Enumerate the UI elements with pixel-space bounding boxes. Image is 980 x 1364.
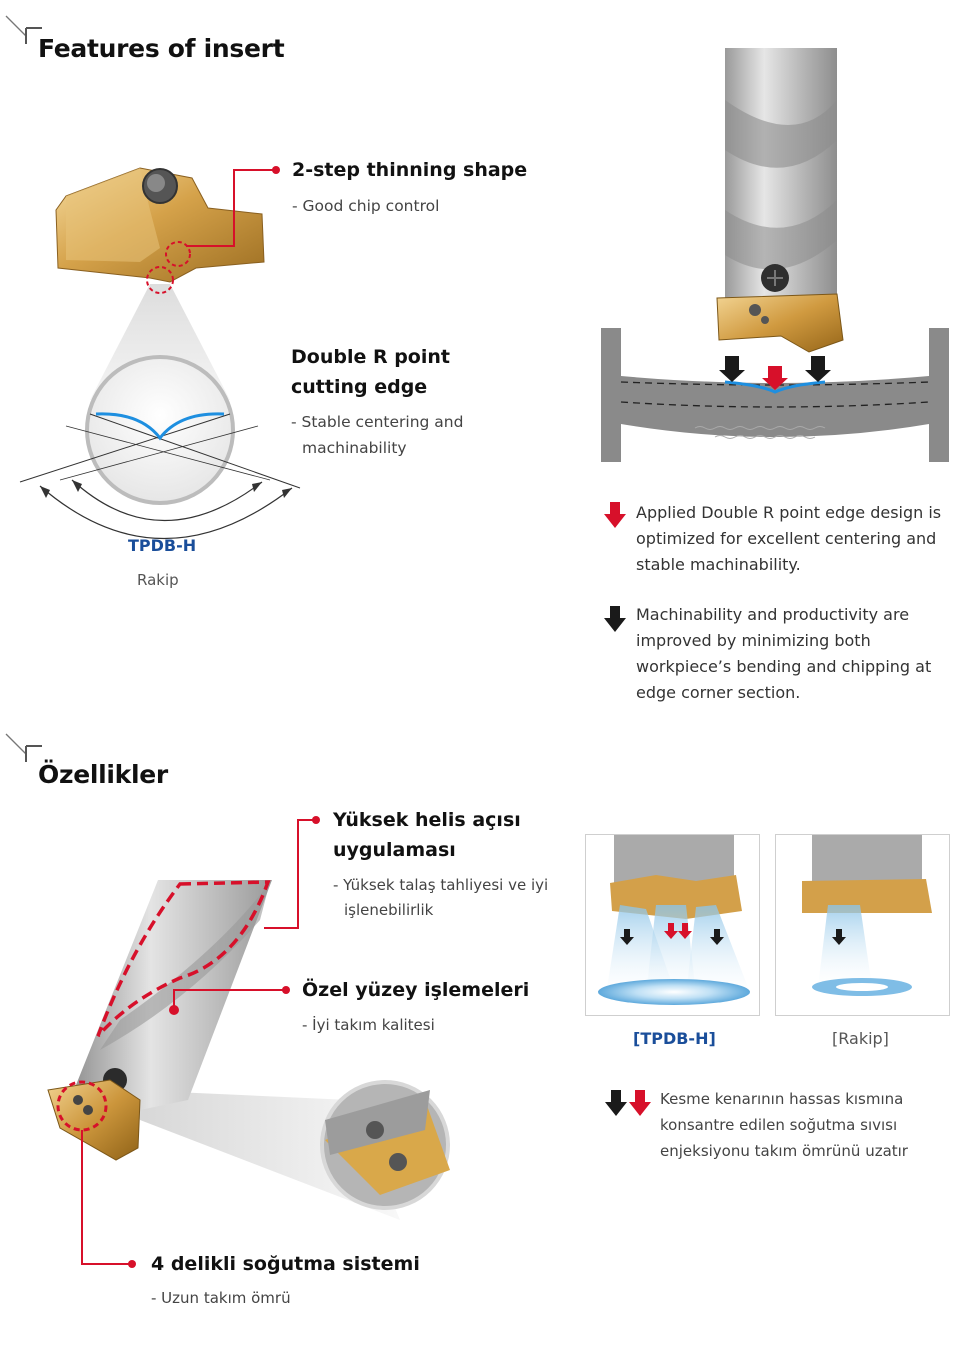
feature-coolant-desc: - Uzun takım ömrü — [151, 1289, 291, 1307]
helix-drill-illustration — [47, 816, 450, 1268]
coolant-panel-rakip — [775, 834, 950, 1016]
coolant-note-line-1: Kesme kenarının hassas kısmına — [660, 1090, 904, 1108]
insert-illustration — [19, 166, 301, 540]
feature-double-r-desc-2: machinability — [302, 439, 407, 457]
note-black-line-2: improved by minimizing both — [636, 631, 871, 650]
feature-helix-title-2: uygulaması — [333, 839, 456, 861]
label-rakip: Rakip — [137, 571, 179, 589]
feature-thinning-title: 2-step thinning shape — [292, 159, 528, 181]
section-corner-icon — [5, 733, 42, 762]
coolant-panel-tpdb — [585, 834, 760, 1016]
coolant-note-line-2: konsantre edilen soğutma sıvısı — [660, 1116, 898, 1134]
label-tpdb-h: TPDB-H — [128, 536, 197, 555]
feature-helix-title-1: Yüksek helis açısı — [333, 809, 521, 831]
drill-workpiece-illustration — [601, 48, 949, 462]
note-red-line-2: optimized for excellent centering and — [636, 529, 937, 548]
section-title-features: Features of insert — [38, 34, 285, 63]
section-corner-icon — [5, 15, 42, 44]
feature-surface-title: Özel yüzey işlemeleri — [302, 979, 530, 1001]
feature-coolant-title: 4 delikli soğutma sistemi — [151, 1253, 420, 1275]
feature-helix-desc-2: işlenebilirlik — [344, 901, 434, 919]
coolant-tpdb-illustration — [598, 835, 751, 1005]
red-arrow-icon — [604, 502, 626, 528]
feature-helix-desc-1: - Yüksek talaş tahliyesi ve iyi — [333, 876, 549, 894]
note-black-line-4: edge corner section. — [636, 683, 801, 702]
feature-double-r-desc-1: - Stable centering and — [291, 413, 464, 431]
feature-thinning-desc: - Good chip control — [292, 197, 440, 215]
feature-double-r-title-1: Double R point — [291, 346, 450, 368]
section-title-ozellikler: Özellikler — [38, 760, 168, 789]
panel-label-tpdb: [TPDB-H] — [633, 1029, 716, 1048]
black-arrow-icon — [604, 606, 626, 632]
coolant-note-line-3: enjeksiyonu takım ömrünü uzatır — [660, 1142, 908, 1160]
note-red-line-1: Applied Double R point edge design is — [636, 503, 942, 522]
feature-double-r-title-2: cutting edge — [291, 376, 428, 398]
note-black-line-3: workpiece’s bending and chipping at — [636, 657, 932, 676]
note-red-line-3: stable machinability. — [636, 555, 801, 574]
panel-label-rakip: [Rakip] — [832, 1029, 889, 1048]
black-red-arrows-icon — [605, 1090, 651, 1116]
feature-surface-desc: - İyi takım kalitesi — [302, 1016, 435, 1034]
coolant-rakip-illustration — [802, 835, 932, 996]
note-black-line-1: Machinability and productivity are — [636, 605, 910, 624]
